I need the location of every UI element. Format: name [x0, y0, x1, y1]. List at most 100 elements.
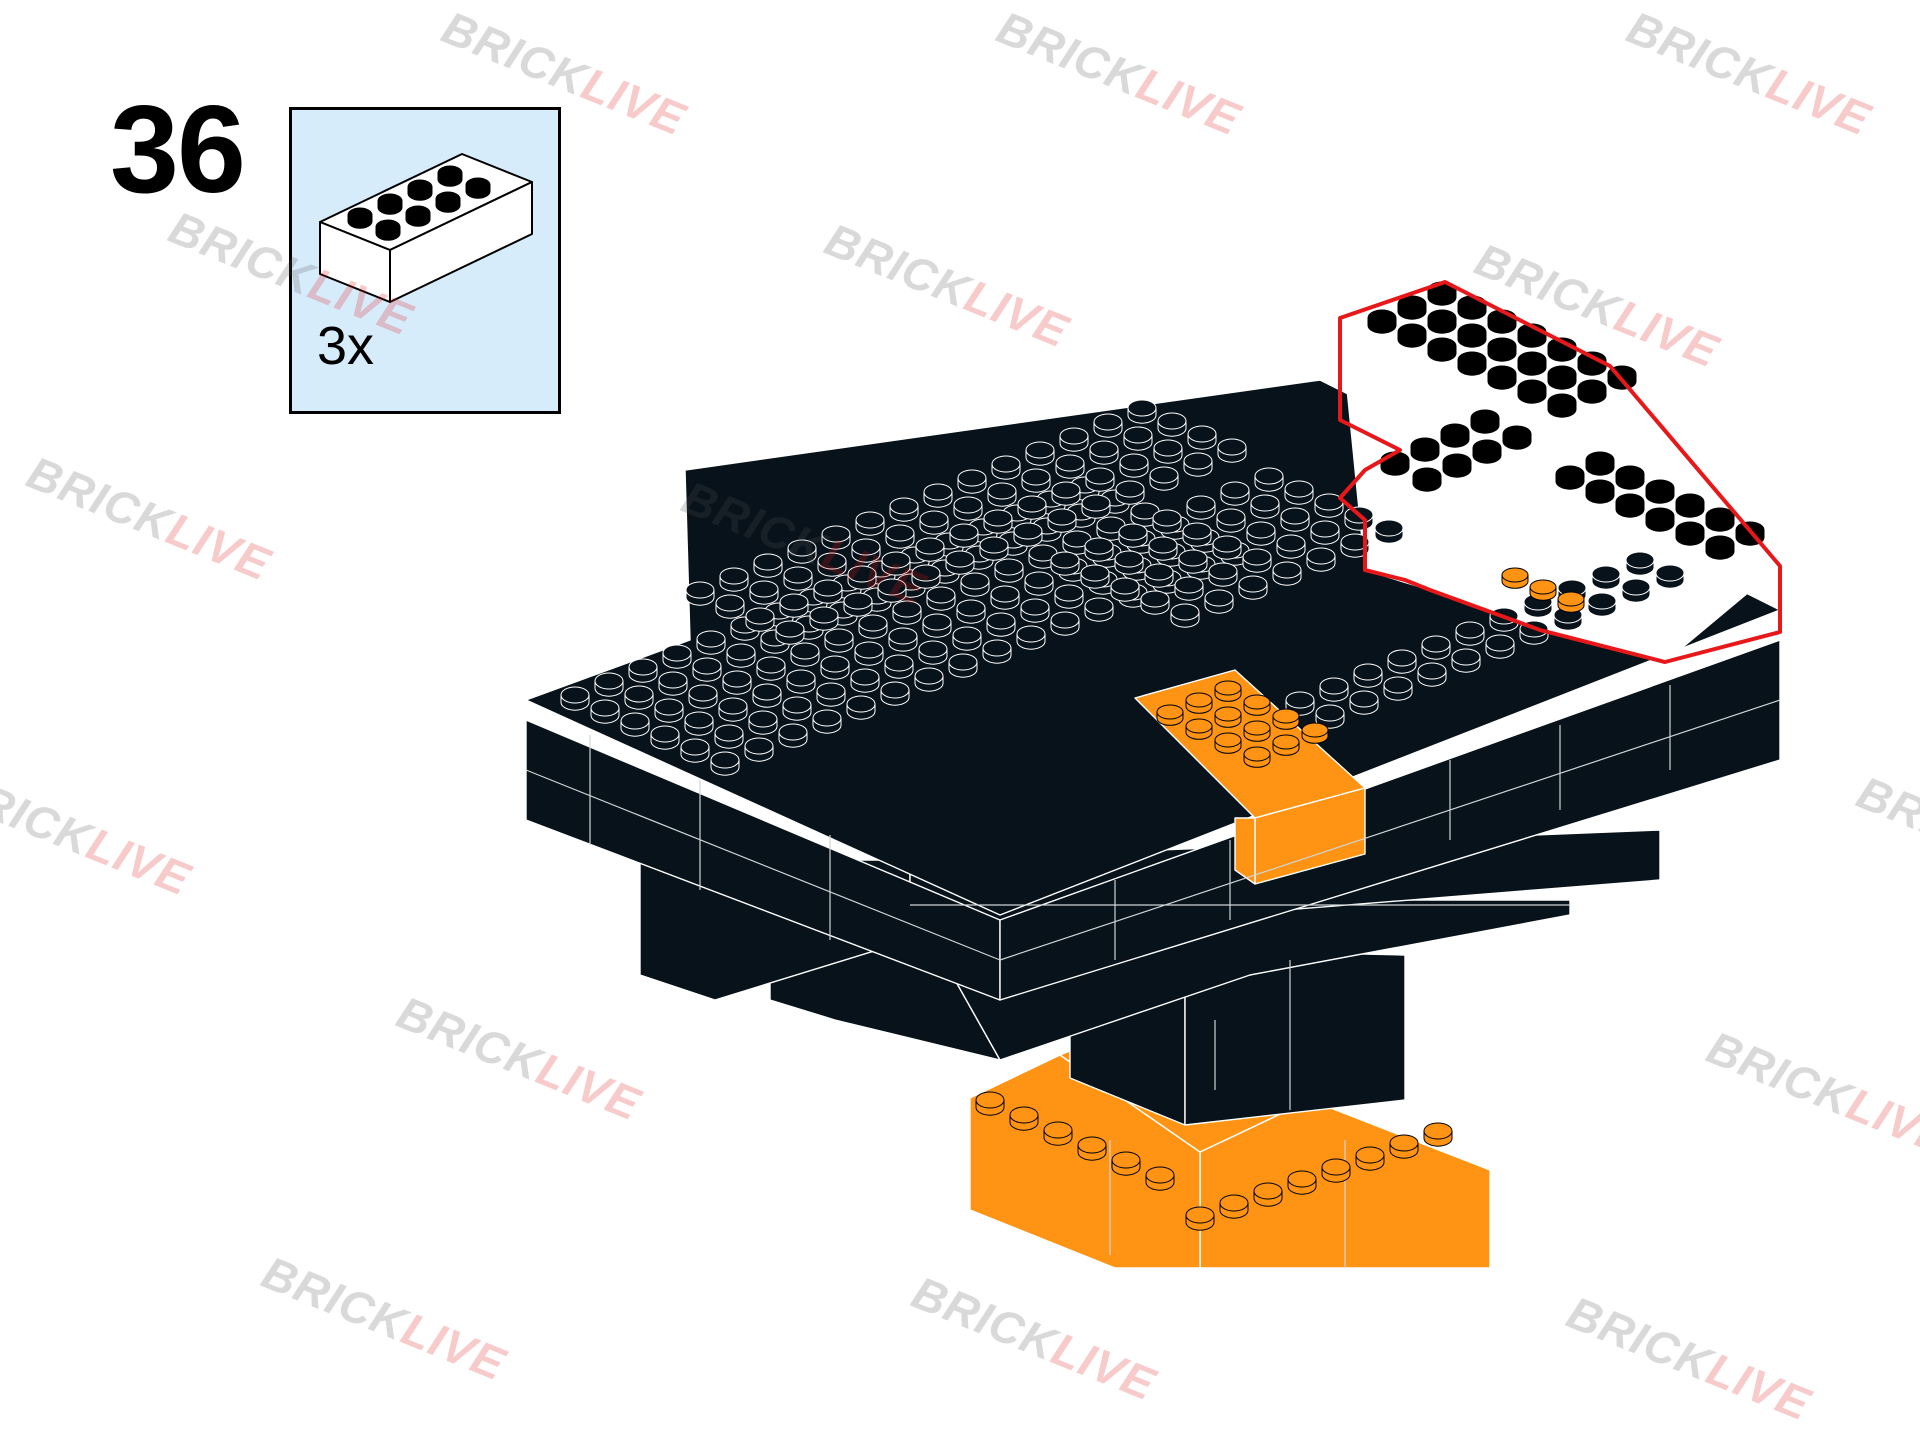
black-stud	[1178, 549, 1208, 574]
black-stud	[1523, 593, 1553, 618]
black-stud	[775, 620, 805, 645]
black-stud	[1276, 534, 1306, 559]
black-stud	[1123, 426, 1153, 451]
black-stud	[1212, 535, 1242, 560]
black-stud	[945, 550, 975, 575]
orange-stud	[1185, 1206, 1215, 1231]
orange-stud	[1557, 591, 1585, 613]
black-stud	[991, 455, 1021, 480]
black-stud	[1084, 537, 1114, 562]
black-stud	[986, 612, 1016, 637]
black-stud	[881, 551, 911, 576]
black-stud	[696, 630, 726, 655]
white-stud	[1457, 351, 1487, 376]
black-stud	[620, 712, 650, 737]
callout-stud	[347, 207, 373, 229]
black-stud	[851, 538, 881, 563]
black-stud	[1314, 493, 1344, 518]
white-stud	[1487, 309, 1517, 334]
white-stud	[1577, 379, 1607, 404]
black-stud	[843, 592, 873, 617]
white-stud	[1380, 451, 1410, 476]
orange-stud	[1423, 1122, 1453, 1147]
callout-stud	[437, 165, 463, 187]
callout-stud	[465, 177, 491, 199]
black-stud	[1284, 480, 1314, 505]
black-stud	[787, 539, 817, 564]
orange-stud	[1214, 732, 1242, 754]
black-stud	[1451, 648, 1481, 673]
orange-stud	[1253, 1182, 1283, 1207]
black-stud	[809, 606, 839, 631]
orange-brick-side	[1234, 817, 1256, 885]
white-stud	[1487, 365, 1517, 390]
black-stud	[1081, 494, 1111, 519]
black-stud	[1387, 649, 1417, 674]
callout-stud	[377, 193, 403, 215]
black-stud	[952, 626, 982, 651]
black-stud	[1050, 551, 1080, 576]
black-stud	[892, 600, 922, 625]
black-stud	[749, 580, 779, 605]
orange-stud	[1272, 708, 1300, 730]
black-stud	[1115, 480, 1145, 505]
black-stud	[847, 565, 877, 590]
black-stud	[1157, 412, 1187, 437]
white-stud	[1517, 351, 1547, 376]
black-stud	[594, 672, 624, 697]
black-stud	[782, 696, 812, 721]
white-stud	[1502, 425, 1532, 450]
black-stud	[1208, 562, 1238, 587]
orange-stud	[1009, 1106, 1039, 1131]
orange-stud	[1043, 1121, 1073, 1146]
black-stud	[1020, 598, 1050, 623]
black-stud	[1272, 561, 1302, 586]
black-stud	[1485, 634, 1515, 659]
white-stud	[1585, 451, 1615, 476]
black-stud	[778, 723, 808, 748]
black-stud	[1059, 427, 1089, 452]
black-stud	[915, 537, 945, 562]
black-stud	[1319, 677, 1349, 702]
black-stud	[1127, 399, 1157, 424]
black-stud	[1084, 597, 1114, 622]
black-stud	[1280, 507, 1310, 532]
black-stud	[956, 599, 986, 624]
callout-stud	[375, 219, 401, 241]
black-stud	[858, 614, 888, 639]
black-stud	[745, 607, 775, 632]
black-stud	[1055, 454, 1085, 479]
white-stud	[1547, 337, 1577, 362]
black-stud	[560, 686, 590, 711]
black-stud	[719, 567, 749, 592]
black-stud	[624, 685, 654, 710]
black-stud	[821, 525, 851, 550]
black-stud	[884, 654, 914, 679]
callout-stud	[407, 179, 433, 201]
white-stud	[1705, 507, 1735, 532]
white-stud	[1410, 437, 1440, 462]
orange-stud	[1185, 692, 1213, 714]
black-stud	[790, 642, 820, 667]
black-stud	[1096, 516, 1126, 541]
black-stud	[918, 640, 948, 665]
black-stud	[813, 579, 843, 604]
black-stud	[726, 643, 756, 668]
white-stud	[1397, 323, 1427, 348]
black-stud	[1149, 466, 1179, 491]
black-stud	[748, 710, 778, 735]
part-quantity: 3x	[317, 316, 375, 376]
black-stud	[1089, 440, 1119, 465]
black-stud	[1374, 519, 1404, 544]
black-stud	[1174, 576, 1204, 601]
black-stud	[1587, 592, 1617, 617]
black-stud	[1238, 575, 1268, 600]
orange-stud	[1243, 720, 1271, 742]
black-stud	[1028, 544, 1058, 569]
black-stud	[1349, 690, 1379, 715]
white-stud	[1675, 521, 1705, 546]
black-stud	[662, 644, 692, 669]
black-stud	[684, 711, 714, 736]
white-stud	[1472, 439, 1502, 464]
